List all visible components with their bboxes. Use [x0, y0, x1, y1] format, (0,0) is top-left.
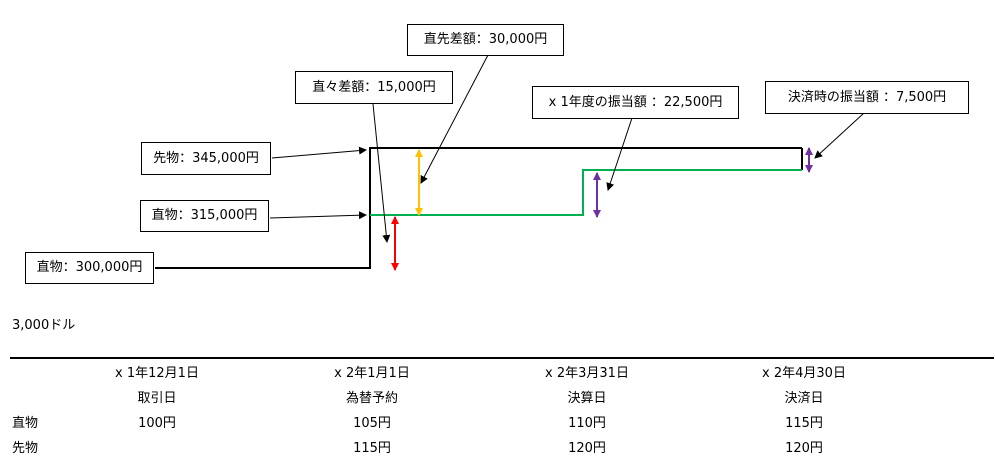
- col3-forward-rate: 120円: [568, 441, 606, 456]
- col2-spot-rate: 105円: [353, 416, 391, 431]
- col2-date: x 2年1月1日: [334, 366, 410, 381]
- col3-date: x 2年3月31日: [545, 366, 629, 381]
- amount-label: 3,000ドル: [12, 318, 76, 333]
- col2-forward-rate: 115円: [353, 441, 391, 456]
- spot-start-text: 直物：300,000円: [36, 260, 143, 275]
- col3-event: 決算日: [567, 391, 607, 406]
- col3-spot-rate: 110円: [568, 416, 606, 431]
- spot-diff-text: 直々差額：15,000円: [312, 79, 436, 95]
- timeline-rule: [10, 357, 994, 359]
- spot-rate-line: [370, 169, 802, 216]
- settlement-allocation-leader-arrow: [814, 112, 865, 159]
- settlement-allocation-callout: 決済時の振当額 ：7,500円: [765, 81, 969, 114]
- year1-allocation-callout: x 1年度の振当額 ：22,500円: [532, 86, 739, 119]
- spot-contract-callout: 直物：315,000円: [140, 200, 269, 232]
- col1-date: x 1年12月1日: [115, 366, 199, 381]
- col4-event: 決済日: [784, 391, 824, 406]
- settlement-allocation-text: 決済時の振当額 ：7,500円: [787, 89, 947, 105]
- col4-forward-rate: 120円: [785, 441, 823, 456]
- col4-spot-rate: 115円: [785, 416, 823, 431]
- spot-contract-leader-arrow: [269, 211, 367, 220]
- forward-leader-arrow: [271, 146, 367, 159]
- spot-start-callout: 直物：300,000円: [25, 252, 154, 284]
- col1-event: 取引日: [137, 391, 177, 406]
- forward-text: 先物：345,000円: [153, 150, 259, 166]
- spot-to-forward-line: [155, 147, 802, 269]
- row-label-forward: 先物: [12, 441, 39, 456]
- spot-forward-diff-leader-arrow: [420, 54, 489, 184]
- col1-spot-rate: 100円: [138, 416, 176, 431]
- col2-event: 為替予約: [345, 391, 399, 406]
- year1-allocation-leader-arrow: [606, 117, 633, 191]
- spot-forward-diff-callout: 直先差額：30,000円: [407, 24, 564, 56]
- spot-diff-callout: 直々差額：15,000円: [295, 71, 453, 104]
- spot-contract-text: 直物：315,000円: [151, 208, 258, 223]
- forward-callout: 先物：345,000円: [141, 142, 271, 175]
- col4-date: x 2年4月30日: [762, 366, 846, 381]
- row-label-spot: 直物: [12, 416, 39, 431]
- year1-allocation-text: x 1年度の振当額 ：22,500円: [548, 94, 723, 110]
- spot-forward-diff-text: 直先差額：30,000円: [423, 32, 548, 47]
- spot-diff-leader-arrow: [372, 103, 391, 243]
